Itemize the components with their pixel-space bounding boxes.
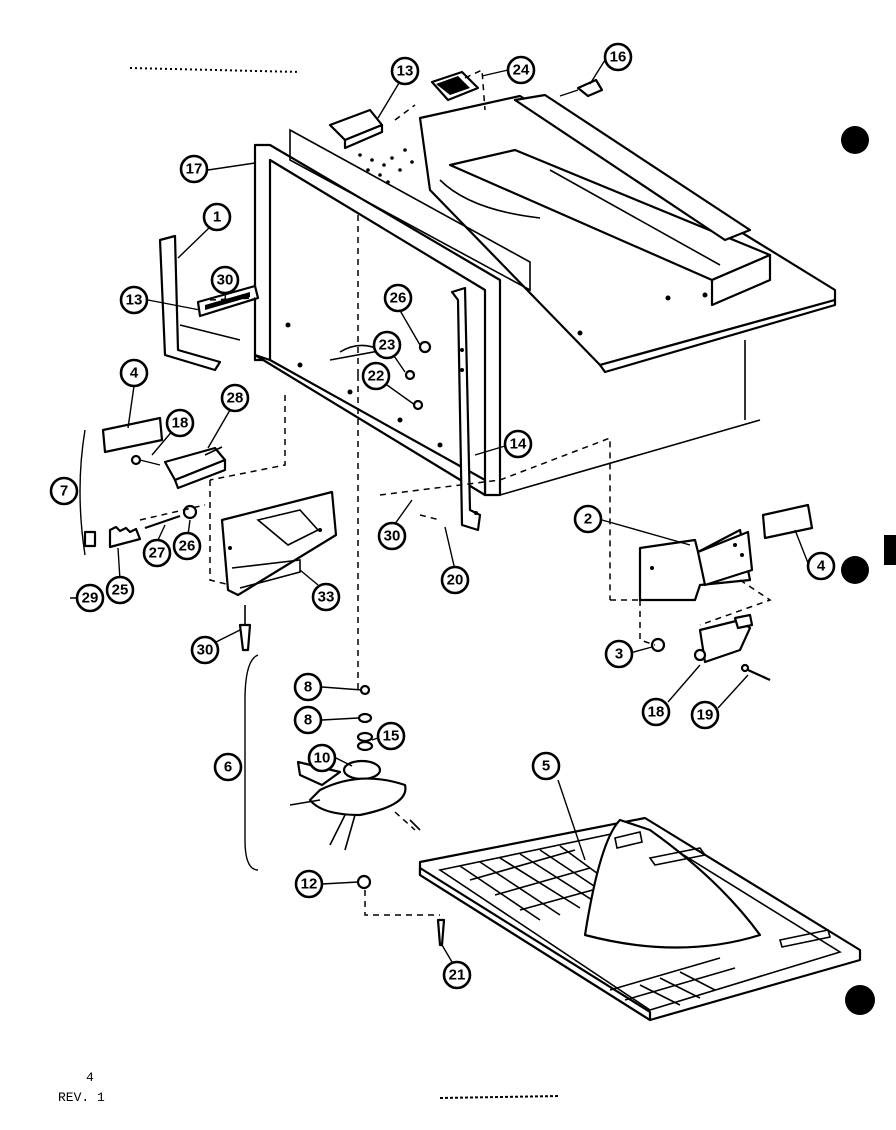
callout-3: 3	[604, 639, 634, 669]
callout-30-lower: 30	[190, 635, 220, 665]
center-screws	[329, 340, 432, 411]
svg-text:25: 25	[112, 582, 129, 599]
base-pan	[418, 816, 862, 1022]
callout-18-right: 18	[641, 697, 671, 727]
callout-4-left: 4	[119, 358, 149, 388]
callout-13-top: 13	[390, 56, 420, 86]
callout-14: 14	[503, 429, 533, 459]
callout-19: 19	[690, 700, 720, 730]
svg-text:5: 5	[542, 758, 550, 775]
svg-text:18: 18	[648, 704, 665, 721]
callout-25: 25	[105, 575, 135, 605]
callout-22: 22	[361, 361, 391, 391]
svg-text:8: 8	[304, 712, 312, 729]
callout-27: 27	[142, 538, 172, 568]
svg-text:4: 4	[130, 365, 139, 382]
svg-text:1: 1	[213, 209, 221, 226]
scan-artifacts	[129, 67, 896, 1099]
svg-text:7: 7	[60, 483, 68, 500]
svg-text:13: 13	[397, 63, 414, 80]
callout-21: 21	[442, 960, 472, 990]
callout-1: 1	[202, 202, 232, 232]
svg-text:4: 4	[817, 558, 826, 575]
svg-text:12: 12	[301, 876, 318, 893]
svg-text:15: 15	[383, 728, 400, 745]
svg-text:24: 24	[513, 62, 530, 79]
callout-16: 16	[603, 42, 633, 72]
callouts: 1 2 3 4 4 5 6 7 8 8 10 12 13 13 14 15 16…	[49, 42, 836, 990]
svg-text:27: 27	[149, 545, 166, 562]
callout-8-lower: 8	[293, 705, 323, 735]
right-bracket	[450, 286, 482, 532]
callout-5: 5	[531, 751, 561, 781]
svg-text:17: 17	[186, 161, 203, 178]
svg-text:23: 23	[379, 337, 396, 354]
svg-text:2: 2	[584, 511, 592, 528]
footer: 4 REV. 1	[58, 1070, 105, 1105]
svg-text:18: 18	[172, 415, 189, 432]
control-box	[328, 108, 414, 184]
svg-text:33: 33	[318, 589, 335, 606]
svg-text:30: 30	[217, 272, 234, 289]
callout-2: 2	[573, 504, 603, 534]
svg-text:3: 3	[615, 646, 623, 663]
right-control-assembly	[638, 503, 814, 682]
svg-text:26: 26	[179, 538, 196, 555]
svg-text:19: 19	[697, 707, 714, 724]
svg-text:29: 29	[82, 590, 99, 607]
svg-text:30: 30	[197, 642, 214, 659]
callout-30-top: 30	[210, 265, 240, 295]
left-bracket	[158, 234, 241, 372]
callout-23: 23	[372, 330, 402, 360]
callout-28: 28	[220, 383, 250, 413]
svg-text:6: 6	[224, 759, 232, 776]
callout-26-lower: 26	[172, 531, 202, 561]
part-clip	[559, 78, 604, 98]
callout-13-left: 13	[119, 285, 149, 315]
callout-10: 10	[307, 743, 337, 773]
svg-text:26: 26	[390, 290, 407, 307]
terminal-strip	[196, 284, 260, 318]
svg-text:8: 8	[304, 679, 312, 696]
callout-4-right: 4	[806, 551, 836, 581]
svg-text:22: 22	[368, 368, 385, 385]
callout-18-left: 18	[165, 408, 195, 438]
callout-29: 29	[75, 583, 105, 613]
svg-text:14: 14	[510, 436, 527, 453]
callout-7: 7	[49, 476, 79, 506]
vent-holes	[358, 148, 414, 184]
svg-text:16: 16	[610, 49, 627, 66]
callout-8-upper: 8	[293, 672, 323, 702]
front-frame	[253, 128, 761, 497]
callout-26-upper: 26	[383, 283, 413, 313]
svg-text:30: 30	[384, 528, 401, 545]
page-number: 4	[86, 1070, 94, 1085]
callout-6: 6	[213, 752, 243, 782]
revision-label: REV. 1	[58, 1090, 105, 1105]
svg-text:13: 13	[126, 292, 143, 309]
base-pan-grid	[459, 845, 736, 1006]
part-capacitor	[430, 70, 480, 102]
assembly-lines	[139, 68, 772, 916]
callout-24: 24	[506, 55, 536, 85]
left-control-assembly	[83, 416, 338, 652]
chassis-assembly	[418, 93, 837, 374]
callout-30-middle: 30	[377, 521, 407, 551]
callout-12: 12	[294, 869, 324, 899]
callout-15: 15	[376, 721, 406, 751]
callout-20: 20	[440, 565, 470, 595]
callout-33: 33	[311, 582, 341, 612]
svg-text:20: 20	[447, 572, 464, 589]
svg-text:28: 28	[227, 390, 244, 407]
svg-text:21: 21	[449, 967, 466, 984]
svg-text:10: 10	[314, 750, 331, 767]
callout-17: 17	[179, 154, 209, 184]
